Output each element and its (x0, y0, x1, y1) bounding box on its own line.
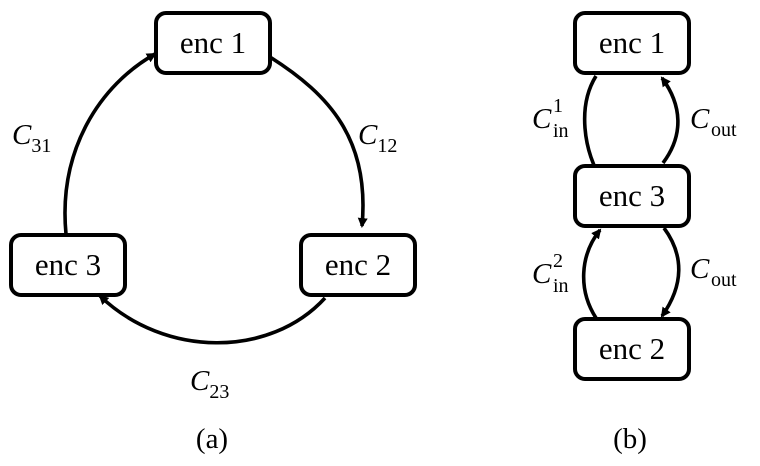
svg-text:out: out (711, 119, 737, 141)
edge-cout-top (660, 76, 680, 165)
edge-c23 (98, 294, 327, 345)
svg-text:in: in (553, 275, 569, 297)
svg-text:2: 2 (553, 250, 563, 272)
svg-text:C: C (532, 258, 552, 290)
node-label: enc 2 (325, 247, 391, 282)
node-enc1-a: enc 1 (154, 11, 272, 75)
label-cout-bottom: C out (690, 253, 737, 291)
svg-text:C: C (690, 103, 710, 135)
label-cin1: C 1 in (532, 95, 569, 142)
edge-c12 (269, 55, 368, 228)
node-label: enc 3 (599, 178, 665, 213)
node-enc3-b: enc 3 (573, 164, 691, 228)
caption-a: (a) (196, 423, 228, 455)
svg-text:C: C (690, 253, 710, 285)
label-cin2: C 2 in (532, 250, 569, 297)
edge-c31 (63, 52, 157, 235)
node-enc2-a: enc 2 (299, 233, 417, 297)
node-label: enc 1 (180, 25, 246, 60)
svg-text:in: in (553, 120, 569, 142)
label-cout-top: C out (690, 103, 737, 141)
svg-text:out: out (711, 269, 737, 291)
node-enc2-b: enc 2 (573, 317, 691, 381)
node-enc3-a: enc 3 (9, 233, 127, 297)
svg-text:C: C (532, 103, 552, 135)
svg-text:1: 1 (553, 95, 563, 117)
diagram-b: enc 1 enc 3 enc 2 C 1 in C out C 2 in C … (532, 11, 737, 455)
caption-b: (b) (613, 423, 647, 455)
label-c23: C23 (190, 365, 229, 403)
node-label: enc 3 (35, 247, 101, 282)
node-label: enc 1 (599, 25, 665, 60)
node-label: enc 2 (599, 331, 665, 366)
label-c31: C31 (12, 119, 51, 157)
node-enc1-b: enc 1 (573, 11, 691, 75)
diagram-a: enc 1 enc 2 enc 3 C12 C23 C31 (a) (9, 11, 417, 455)
edge-cin2 (581, 228, 602, 319)
edge-cout-bottom (660, 226, 681, 318)
label-c12: C12 (358, 119, 397, 157)
